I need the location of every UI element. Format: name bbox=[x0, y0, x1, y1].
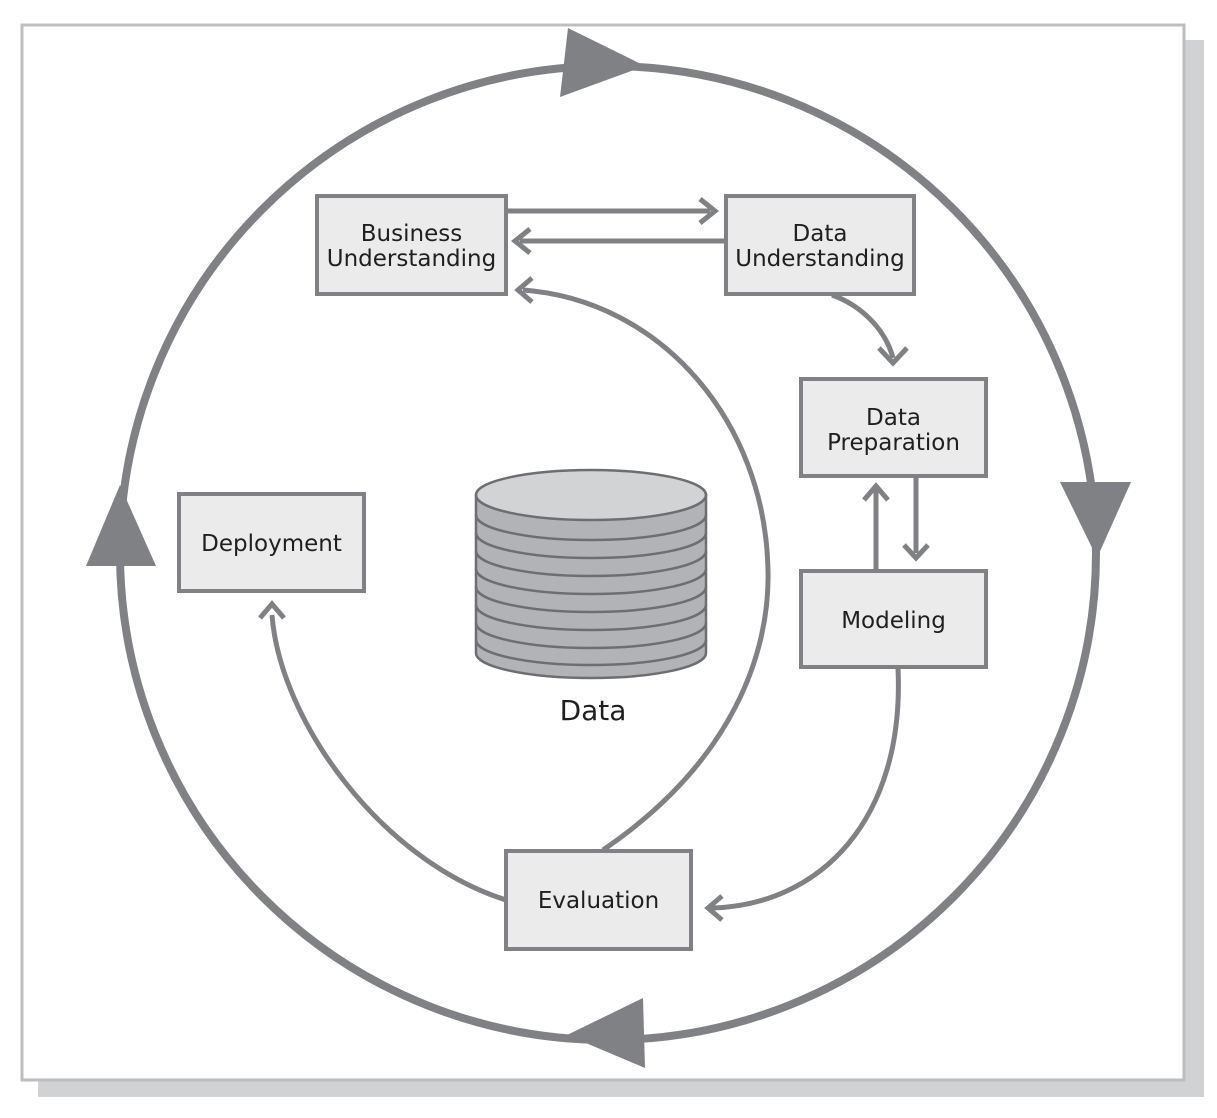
modeling-label: Modeling bbox=[841, 608, 946, 634]
outer-arrow-right-icon bbox=[1060, 482, 1131, 558]
box-deployment: Deployment bbox=[177, 492, 366, 593]
outer-arrow-bottom-icon bbox=[567, 998, 645, 1068]
arrow-evaluation-to-business bbox=[522, 287, 771, 853]
data-preparation-line-1: Data bbox=[866, 405, 921, 431]
chevron-left-icon bbox=[510, 227, 532, 255]
arrow-evaluation-to-deployment bbox=[269, 614, 507, 903]
box-data-understanding: Data Understanding bbox=[724, 194, 916, 296]
data-understanding-line-2: Understanding bbox=[735, 246, 904, 272]
data-store-label: Data bbox=[560, 694, 627, 727]
data-understanding-line-1: Data bbox=[793, 221, 848, 247]
chevron-right-icon bbox=[698, 197, 720, 225]
chevron-left-icon-2 bbox=[704, 894, 724, 922]
box-evaluation: Evaluation bbox=[504, 849, 693, 951]
box-business-understanding: Business Understanding bbox=[315, 194, 508, 296]
business-understanding-line-2: Understanding bbox=[327, 246, 496, 272]
box-modeling: Modeling bbox=[799, 569, 988, 669]
chevron-down-icon bbox=[877, 346, 909, 367]
arrow-modeling-to-evaluation bbox=[711, 667, 901, 911]
outer-arrow-top-icon bbox=[560, 28, 645, 97]
deployment-label: Deployment bbox=[201, 531, 342, 557]
data-preparation-line-2: Preparation bbox=[827, 430, 960, 456]
business-understanding-line-1: Business bbox=[361, 221, 462, 247]
database-cylinder-icon bbox=[474, 468, 708, 680]
arrow-data-understanding-to-preparation bbox=[831, 292, 896, 359]
outer-arrow-left-icon bbox=[86, 485, 156, 566]
chevron-left-icon-3 bbox=[514, 276, 534, 304]
evaluation-label: Evaluation bbox=[538, 888, 659, 914]
chevron-up-icon-2 bbox=[258, 600, 286, 620]
chevron-down-icon-2 bbox=[902, 543, 930, 562]
chevron-up-icon bbox=[862, 482, 890, 502]
box-data-preparation: Data Preparation bbox=[799, 377, 988, 478]
